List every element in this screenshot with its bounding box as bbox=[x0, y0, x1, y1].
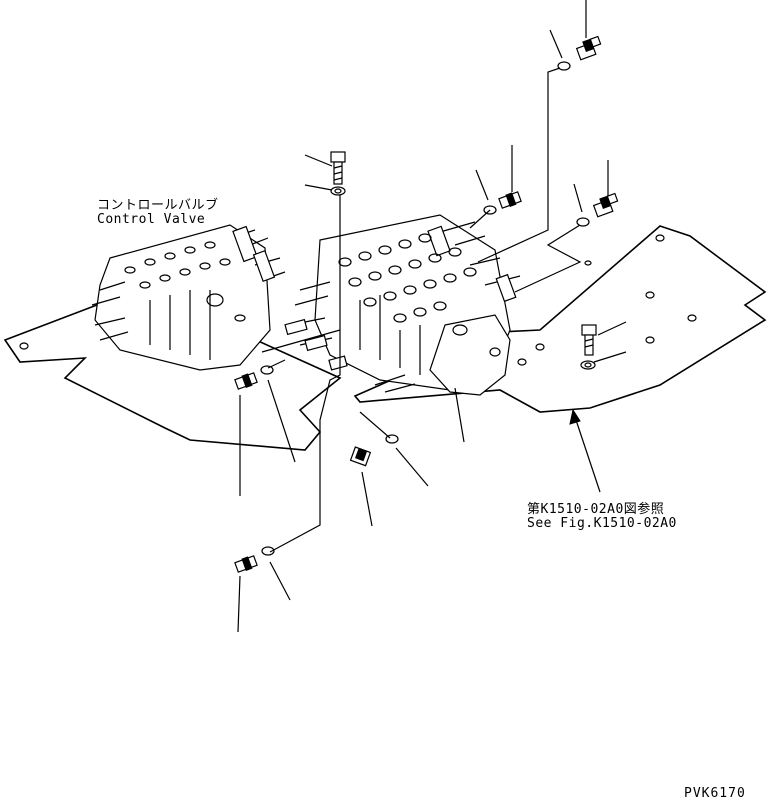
control-valve-label-en: Control Valve bbox=[97, 212, 206, 227]
o-ring-3 bbox=[576, 217, 590, 227]
washer-top bbox=[330, 186, 346, 196]
control-valve-right bbox=[284, 214, 521, 396]
control-valve-left bbox=[91, 224, 286, 371]
adapter-fitting-bottom bbox=[234, 555, 258, 573]
elbow-fitting-top bbox=[575, 35, 602, 61]
adapter-fitting-mid bbox=[498, 191, 522, 209]
fittings bbox=[234, 35, 619, 573]
reference-label-jp: 第K1510-02A0図参照 bbox=[527, 502, 665, 517]
bolt-right bbox=[580, 324, 597, 370]
elbow-fitting-lower bbox=[349, 446, 372, 467]
bolts bbox=[330, 151, 597, 370]
right-floor-plate bbox=[353, 225, 767, 413]
o-ring-1 bbox=[557, 61, 571, 71]
elbow-fitting-right bbox=[592, 192, 619, 218]
leader-lines bbox=[237, 0, 627, 633]
reference-label-en: See Fig.K1510-02A0 bbox=[527, 516, 677, 531]
reference-arrow-head bbox=[569, 408, 581, 425]
o-ring-6 bbox=[261, 546, 275, 556]
washer-right bbox=[580, 360, 596, 370]
bolt-top bbox=[330, 151, 346, 196]
control-valve-label-jp: コントロールバルブ bbox=[97, 198, 219, 213]
drawing-code: PVK6170 bbox=[684, 786, 746, 801]
o-ring-2 bbox=[483, 205, 497, 215]
o-rings bbox=[260, 61, 590, 556]
o-ring-5 bbox=[385, 434, 399, 444]
hose-lines bbox=[261, 67, 582, 553]
o-ring-4 bbox=[260, 365, 274, 375]
adapter-fitting-left bbox=[234, 372, 258, 390]
